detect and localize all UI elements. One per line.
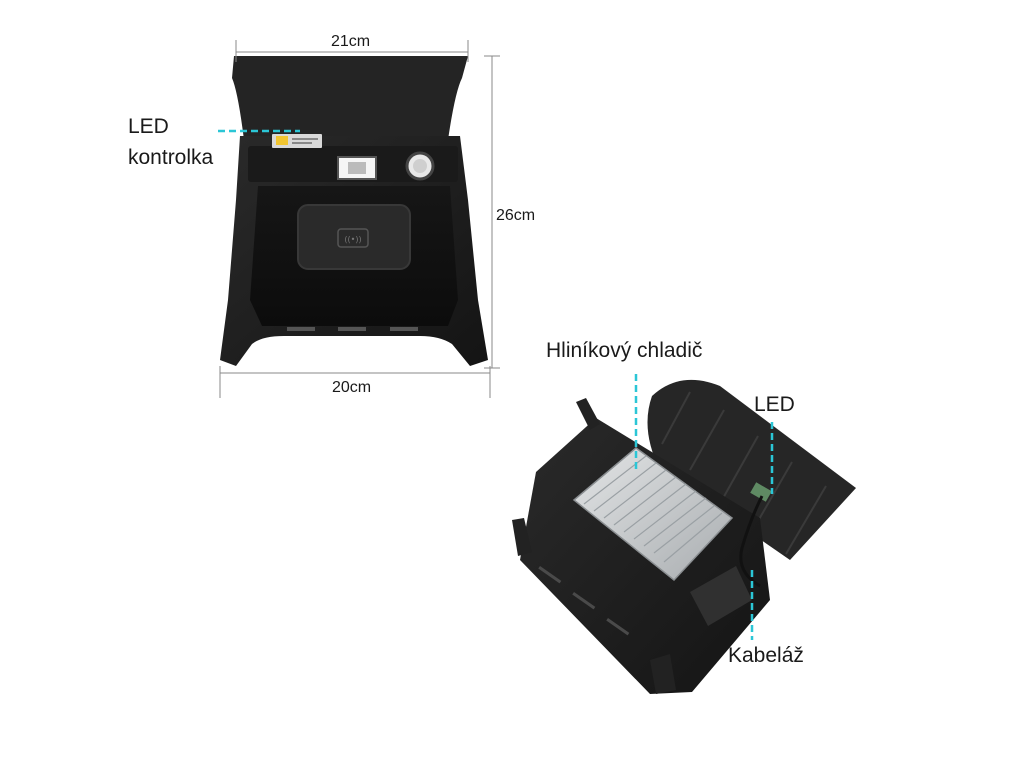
front-view-product: ((•)) (220, 56, 488, 366)
led-indicator-label-line2: kontrolka (128, 146, 214, 169)
dimension-bottom-width: 20cm (332, 379, 372, 396)
dimension-lines (219, 40, 500, 398)
svg-text:((•)): ((•)) (344, 235, 361, 244)
heatsink-label: Hliníkový chladič (546, 339, 703, 362)
dimension-top-width: 21cm (331, 33, 371, 50)
wiring-label: Kabeláž (728, 644, 804, 667)
rear-view-product (512, 379, 856, 694)
dimension-height: 26cm (496, 207, 536, 224)
led-label: LED (754, 393, 795, 416)
led-indicator-label-line1: LED (128, 115, 169, 138)
